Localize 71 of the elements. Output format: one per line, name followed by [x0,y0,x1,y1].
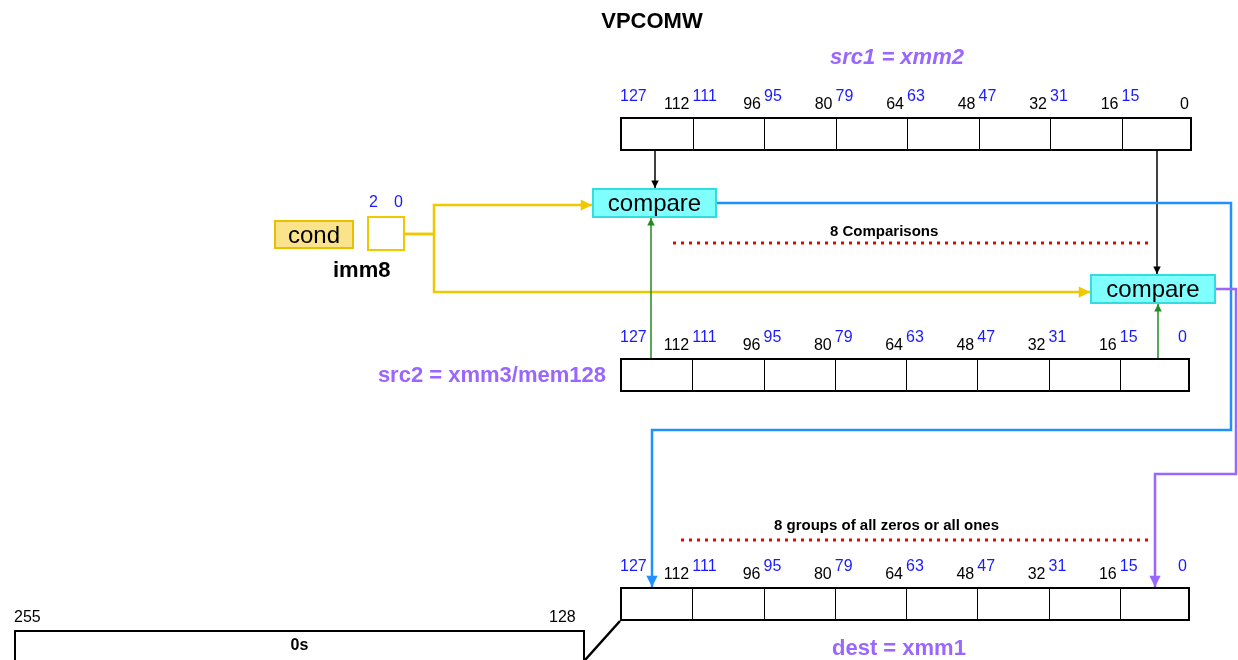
bit-number: 47 [978,87,997,105]
bit-number: 96 [742,336,761,354]
arrow [1153,150,1161,275]
arrow [651,150,659,189]
bit-number: 48 [956,565,975,583]
upper-half-box: 0s [14,630,585,660]
bit-number: 111 [692,557,717,575]
bit-number: 80 [813,565,832,583]
bit-number: 80 [814,95,833,113]
bit-number: 64 [886,95,904,113]
bit-number: 112 [663,565,690,583]
bit-number: 63 [906,328,924,346]
bit-number: 0 [1178,328,1187,346]
bit-number: 79 [834,557,853,575]
bit-number: 127 [620,557,647,575]
bit-number: 63 [906,557,924,575]
bit-number: 2 [369,193,378,211]
bit-number: 31 [1048,328,1067,346]
bit-number: 16 [1100,95,1119,113]
bit-number: 31 [1048,557,1067,575]
bit-number: 0 [1178,557,1187,575]
bit-number: 112 [664,95,690,113]
arrow [405,232,1090,298]
bit-number: 15 [1121,87,1140,105]
bit-number: 127 [620,87,647,105]
immediate-name: imm8 [333,257,391,283]
bit-number: 0 [1180,95,1189,113]
bit-number: 80 [813,336,832,354]
bit-number: 15 [1119,557,1138,575]
bit-number: 64 [885,565,903,583]
arrow [646,201,1233,587]
connector-line [584,620,621,660]
compare-box: compare [592,188,717,218]
bit-number: 48 [957,95,976,113]
bit-number: 16 [1098,565,1117,583]
bit-number: 79 [834,328,853,346]
condition-label: cond [274,220,354,249]
bit-number: 31 [1050,87,1068,105]
bit-number: 15 [1119,328,1138,346]
bit-number: 96 [743,95,761,113]
bit-number: 127 [620,328,647,346]
bit-number: 112 [663,336,690,354]
bit-number: 32 [1027,336,1046,354]
note-text: 8 groups of all zeros or all ones [774,516,1000,533]
arrow [1154,303,1162,359]
bit-number: 64 [885,336,903,354]
arrow [1149,287,1238,587]
bit-number: 95 [764,87,782,105]
bit-number: 111 [692,328,717,346]
bit-number: 16 [1098,336,1117,354]
bit-number: 111 [692,87,717,105]
title: VPCOMW [600,8,704,34]
bit-number: 63 [907,87,925,105]
bit-number: 128 [549,608,576,626]
bit-number: 32 [1029,95,1047,113]
compare-box: compare [1090,274,1216,304]
bit-number: 48 [956,336,975,354]
note-text: 8 Comparisons [830,222,939,239]
register-name: src2 = xmm3/mem128 [377,362,606,388]
bit-number: 0 [394,193,403,211]
bit-number: 255 [14,608,41,626]
bit-number: 79 [835,87,854,105]
bit-number: 47 [977,328,996,346]
bit-number: 95 [763,557,782,575]
bit-number: 96 [742,565,761,583]
bit-number: 32 [1027,565,1046,583]
bit-number: 95 [763,328,782,346]
bit-number: 47 [977,557,996,575]
register-name: src1 = xmm2 [830,44,964,70]
arrow [647,217,655,359]
register-name: dest = xmm1 [832,635,966,660]
